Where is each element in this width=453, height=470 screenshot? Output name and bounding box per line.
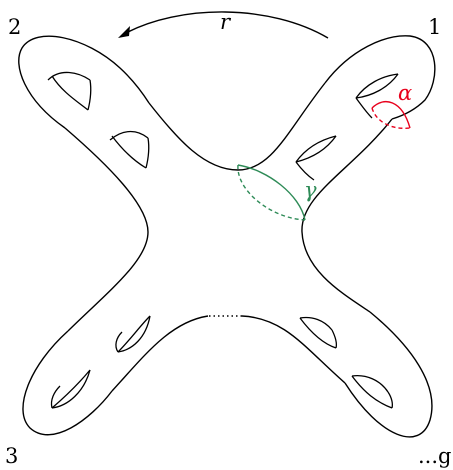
bottom-neck [241,315,346,384]
gamma-curve-front [237,164,306,221]
arm-2-label: 2 [8,15,21,39]
curved-arrow-left-icon [118,11,329,39]
alpha-curve-back [371,107,411,129]
arm-2-lobe [18,35,150,129]
arm-1-label: 1 [428,15,441,39]
left-neck [64,127,149,332]
arm-g-label: ...g [418,444,451,468]
gamma-curve [237,164,306,221]
surface-outline [18,35,436,438]
bottom-neck-left [111,315,209,392]
alpha-curve-front [371,100,411,129]
handle-gb [351,374,394,409]
handle-ga [299,316,338,349]
alpha-label: α [398,81,412,105]
arm-g-lobe [344,311,433,438]
alpha-curve [371,100,411,129]
handle-1b [295,135,337,181]
gamma-curve-back [237,164,306,221]
handle-2b [109,130,150,169]
handle-1a [355,73,399,119]
rotation-label: r [220,10,232,34]
handle-3a [115,315,151,353]
arm-3-lobe [22,330,113,436]
top-neck [148,82,326,171]
gamma-label: γ [304,178,317,202]
handle-2a [47,71,92,111]
arm-3-label: 3 [5,444,18,468]
handle-3b [50,369,91,409]
right-neck [301,118,393,313]
handles [47,71,399,409]
arm-1-lobe [324,35,436,120]
